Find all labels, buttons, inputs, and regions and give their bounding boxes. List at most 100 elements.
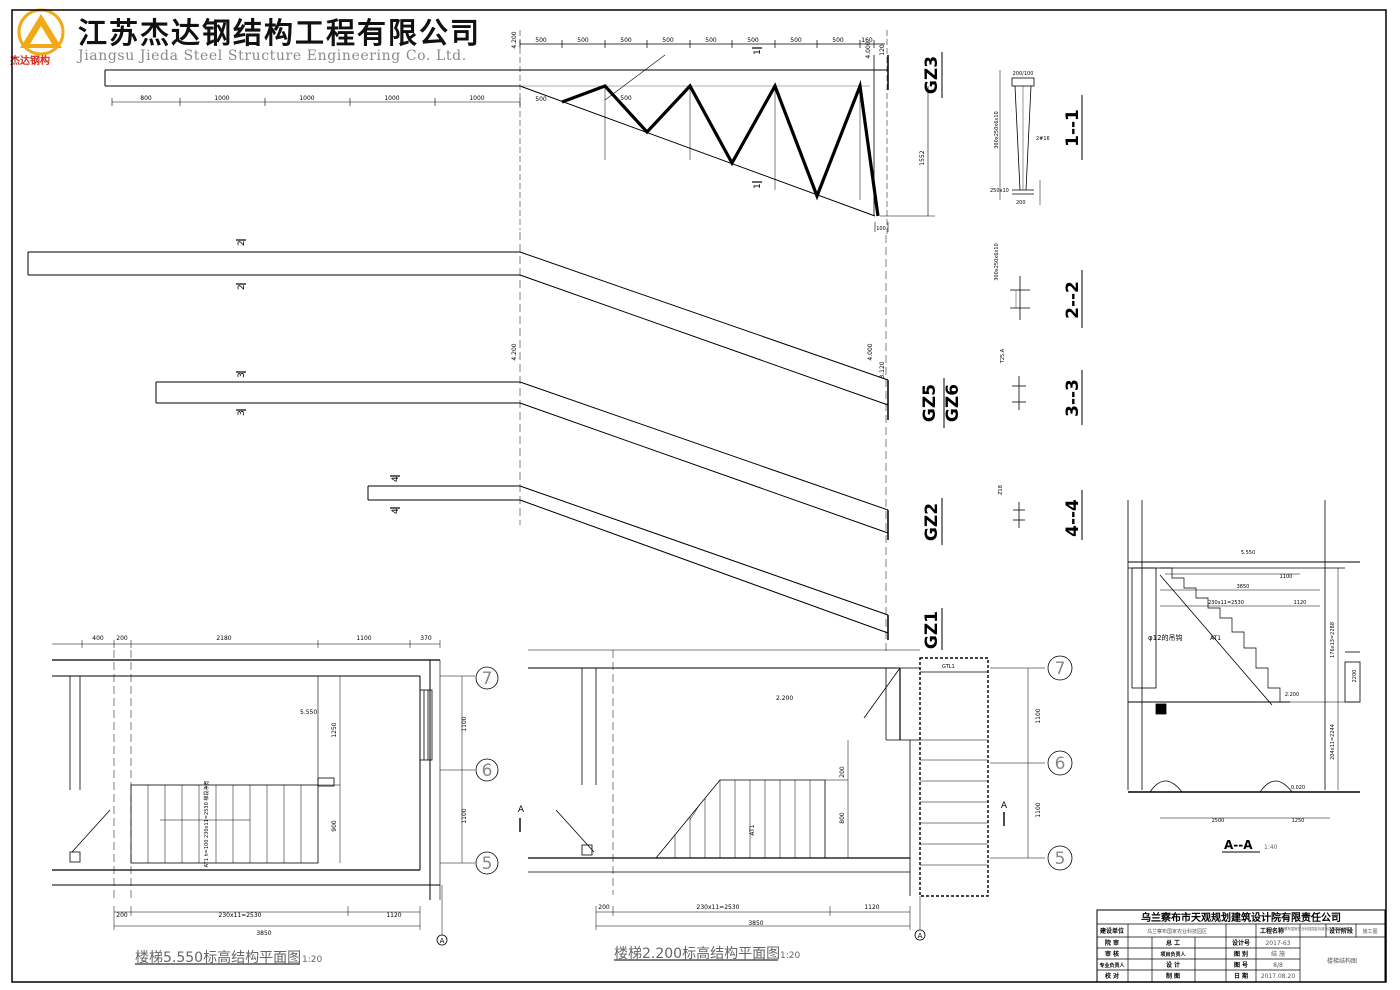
svg-text:8/8: 8/8 [1273,962,1283,969]
svg-text:300x250x6x10: 300x250x6x10 [994,111,1000,149]
top-dim-ticks [519,40,875,48]
section-4-4 [1013,502,1025,528]
svg-text:项目负责人: 项目负责人 [1160,951,1186,958]
plan1-title: 楼梯5.550标高结构平面图 [135,949,301,966]
svg-text:1100: 1100 [1035,708,1042,723]
left-dim: 1000 [214,95,229,102]
plan1 [52,640,499,965]
svg-text:1120: 1120 [864,904,879,911]
logo-caption: 杰达钢构 [10,56,50,67]
svg-text:0.020: 0.020 [1291,785,1305,791]
svg-text:校 对: 校 对 [1105,972,1119,980]
svg-text:800: 800 [839,812,846,824]
level-e: 3.120 [879,361,886,378]
gz6-label: GZ6 [943,384,963,422]
company-name-cn: 江苏杰达钢结构工程有限公司 [78,16,482,50]
top-dim: 500 [577,37,589,44]
level-c: 4.200 [511,343,518,360]
svg-text:204x11=2244: 204x11=2244 [1330,724,1336,760]
section-mark-1-top: 1 [753,49,763,55]
svg-text:5: 5 [1055,849,1066,869]
svg-text:7: 7 [1055,659,1066,679]
svg-text:400: 400 [92,635,104,642]
tb-org: 乌兰察布市天观规划建筑设计院有限责任公司 [1141,911,1341,924]
svg-text:2#16: 2#16 [1036,136,1050,142]
svg-text:1100: 1100 [1035,802,1042,817]
section-a-a-scale: 1:40 [1264,844,1278,851]
svg-text:1100: 1100 [1280,574,1293,580]
section-2-2-dim: 300x250x6x10 [994,243,1000,281]
left-dim: 800 [140,95,152,102]
section-a-a [1127,500,1361,853]
stringers [27,232,889,655]
level-d: 4.000 [867,343,874,360]
plan1-axis-text: 7 6 5 [482,669,493,874]
section-2-2-label: 2--2 [1063,281,1083,319]
svg-text:A: A [1001,801,1008,811]
svg-text:5: 5 [482,854,493,874]
top-dim: 160 [861,37,873,44]
svg-text:AT1: AT1 [749,824,756,835]
top-elevation-text: 500 500 500 500 500 500 500 500 160 800 … [140,31,926,232]
svg-text:6: 6 [1055,754,1066,774]
svg-text:200: 200 [116,635,128,642]
plan1-text: 400 200 2180 1100 370 200 230x11=2530 11… [92,635,468,945]
svg-text:200: 200 [1016,200,1026,206]
svg-text:图 别: 图 别 [1234,950,1248,958]
svg-text:乌兰察布国家农业科技园区标准化厂房建设工程: 乌兰察布国家农业科技园区标准化厂房建设工程 [1277,926,1349,931]
section-mark-2: 2 [237,240,247,246]
top-dim: 500 [832,37,844,44]
plan2-text: 200 230x11=2530 1120 3850 2.200 200 800 … [518,664,1042,940]
svg-text:设 计: 设 计 [1166,961,1180,969]
section-4-4-label: 4--4 [1063,499,1083,537]
svg-text:A: A [440,937,445,945]
company-name-en: Jiangsu Jieda Steel Structure Engineerin… [78,48,467,64]
left-dim: 1000 [384,95,399,102]
svg-text:2500: 2500 [1212,818,1225,824]
top-dim: 500 [535,37,547,44]
mid-dim: 500 [535,96,547,103]
plan2-axis-text: 7 6 5 [1055,659,1066,869]
svg-text:230x11=2530: 230x11=2530 [697,904,740,911]
svg-text:1100: 1100 [461,808,468,823]
svg-text:1250: 1250 [331,722,338,737]
plan2 [519,649,1073,961]
svg-text:建设单位: 建设单位 [1100,927,1124,935]
svg-text:院 审: 院 审 [1105,939,1119,947]
svg-text:2.200: 2.200 [1285,692,1299,698]
svg-text:设计阶段: 设计阶段 [1329,927,1353,935]
svg-text:2200: 2200 [1352,670,1358,683]
top-dim: 500 [790,37,802,44]
svg-text:AT1: AT1 [1210,635,1221,642]
svg-text:1120: 1120 [386,912,401,919]
svg-text:工程名称: 工程名称 [1260,927,1284,935]
svg-text:200: 200 [839,766,846,778]
section-a-a-text: 5.550 1100 3850 230x11=2530 1120 2.200 0… [1148,550,1358,824]
gz3-label: GZ3 [922,56,942,94]
tag-right: 120 [879,44,886,56]
svg-text:AT1 h=100 230x11=2530 梯段净宽: AT1 h=100 230x11=2530 梯段净宽 [203,781,210,868]
small-dim: 100 [876,226,886,232]
mid-dim: 500 [620,95,632,102]
section-mark-3: 3 [237,372,247,378]
gz-labels: GZ3 GZ5 GZ6 GZ2 GZ1 [920,56,963,649]
plan2-title: 楼梯2.200标高结构平面图 [614,945,780,962]
svg-text:230x11=2530: 230x11=2530 [1208,600,1244,606]
svg-text:2017-63: 2017-63 [1265,940,1290,947]
svg-text:2017.08.20: 2017.08.20 [1261,973,1296,980]
section-a-a-label: A--A [1224,838,1253,852]
titleblock-text: 乌兰察布市天观规划建筑设计院有限责任公司 建设单位 乌兰察布国家农业科技园区 工… [1099,911,1377,980]
vertical-dim: 1552 [919,150,926,165]
section-3-3-label: 3--3 [1063,379,1083,417]
section-4-4-dim: Z18 [998,485,1004,495]
section-3-3 [1012,376,1026,410]
svg-text:200: 200 [116,912,128,919]
sheet-border [11,9,1387,983]
svg-text:1100: 1100 [461,716,468,731]
svg-text:专业负责人: 专业负责人 [1099,962,1125,969]
section-mark-3: 3 [237,410,247,416]
svg-text:审 核: 审 核 [1105,950,1119,958]
section-1-1-label: 1--1 [1063,109,1083,147]
section-mark-1-bot: 1 [753,183,763,189]
